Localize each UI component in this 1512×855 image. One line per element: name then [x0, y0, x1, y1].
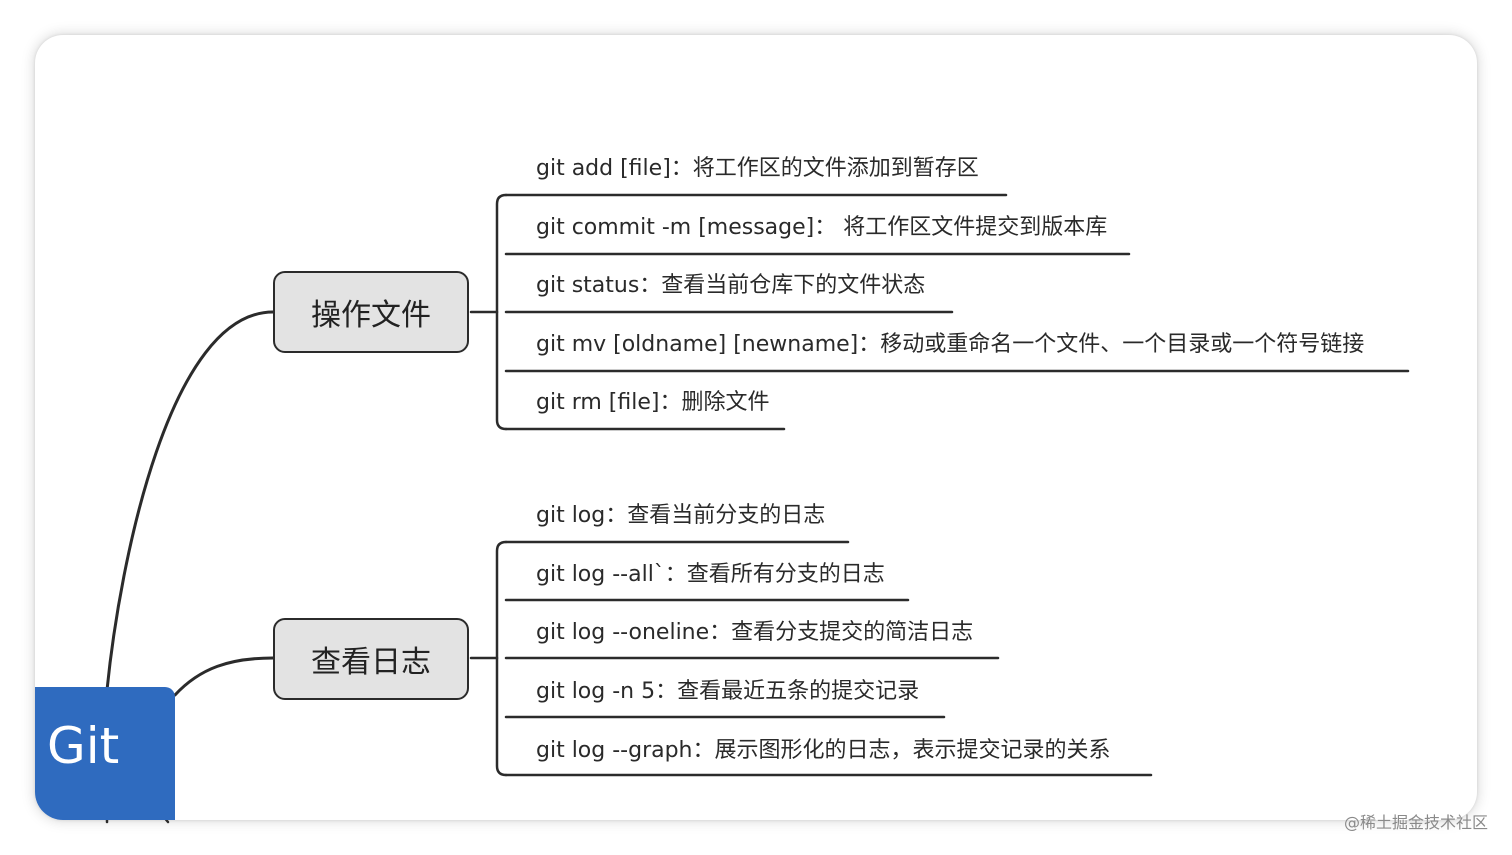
leaf-git-log[interactable]: git log：查看当前分支的日志 [536, 503, 826, 528]
root-to-branch-2-line [173, 656, 275, 697]
leaf-git-status[interactable]: git status：查看当前仓库下的文件状态 [536, 273, 926, 298]
leaf-git-log-oneline[interactable]: git log --oneline：查看分支提交的简洁日志 [536, 620, 974, 645]
leaf-git-commit[interactable]: git commit -m [message]： 将工作区文件提交到版本库 [536, 215, 1108, 240]
branch-node-file-ops[interactable]: 操作文件 [273, 271, 469, 353]
leaf-git-log-all[interactable]: git log --all`：查看所有分支的日志 [536, 562, 885, 587]
branch-node-view-log[interactable]: 查看日志 [273, 618, 469, 700]
leaf-git-add[interactable]: git add [file]：将工作区的文件添加到暂存区 [536, 156, 979, 181]
leaf-git-log-n5[interactable]: git log -n 5：查看最近五条的提交记录 [536, 679, 920, 704]
root-node[interactable]: Git [35, 687, 175, 820]
root-to-branch-1-line [105, 310, 275, 692]
branch-view-log-bracket [495, 540, 508, 777]
leaf-git-rm[interactable]: git rm [file]：删除文件 [536, 390, 770, 415]
branch-file-ops-bracket [495, 193, 508, 431]
leaf-git-mv[interactable]: git mv [oldname] [newname]：移动或重命名一个文件、一个… [536, 332, 1365, 357]
root-label: Git [47, 717, 120, 775]
watermark: @稀土掘金技术社区 [1343, 813, 1488, 832]
leaf-git-log-graph[interactable]: git log --graph：展示图形化的日志，表示提交记录的关系 [536, 738, 1111, 763]
